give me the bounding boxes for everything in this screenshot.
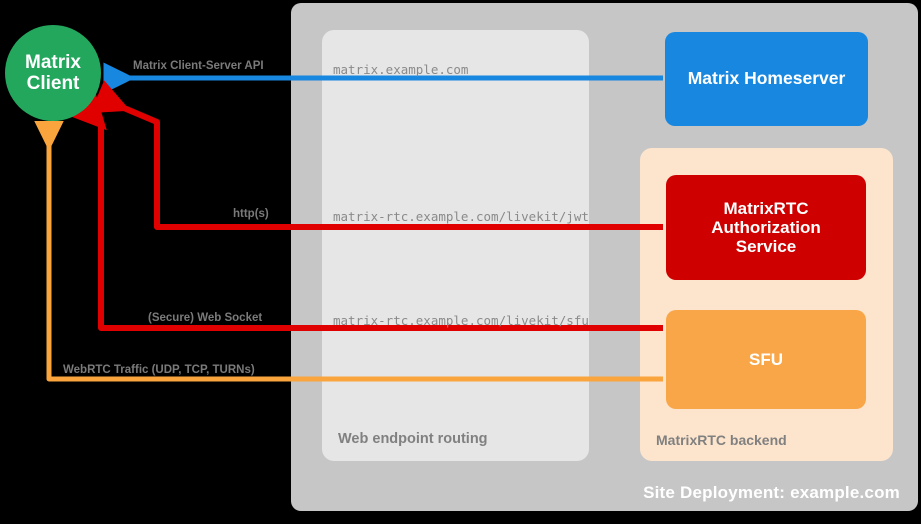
url-label-livekit-jwt: matrix-rtc.example.com/livekit/jwt: [333, 209, 589, 224]
edge-label-http-s: http(s): [233, 208, 269, 220]
auth-service-label-line1: MatrixRTC: [723, 198, 809, 218]
edge-label-matrix-client-server-api: Matrix Client-Server API: [133, 60, 264, 72]
url-label-livekit-sfu: matrix-rtc.example.com/livekit/sfu: [333, 313, 589, 328]
auth-service-label-line3: Service: [735, 237, 797, 257]
node-matrix-homeserver[interactable]: Matrix Homeserver: [665, 32, 868, 126]
node-sfu[interactable]: SFU: [666, 310, 866, 409]
matrix-homeserver-label: Matrix Homeserver: [687, 68, 846, 89]
node-matrixrtc-authorization-service[interactable]: MatrixRTC Authorization Service: [666, 175, 866, 280]
auth-service-label-line2: Authorization: [711, 217, 821, 237]
edge-secure-web-socket: [69, 91, 663, 331]
edge-label-secure-web-socket: (Secure) Web Socket: [148, 312, 263, 324]
edge-label-webrtc-traffic: WebRTC Traffic (UDP, TCP, TURNs): [63, 364, 255, 376]
edge-http-jwt: [90, 80, 663, 230]
edge-webrtc-traffic: [34, 121, 663, 382]
sfu-label: SFU: [749, 349, 783, 369]
container-web-endpoint-routing: Web endpoint routing: [322, 30, 589, 461]
matrixrtc-backend-label: MatrixRTC backend: [656, 432, 787, 448]
node-matrix-client[interactable]: Matrix Client: [5, 25, 101, 121]
matrix-client-label-line1: Matrix: [25, 51, 81, 73]
site-deployment-label: Site Deployment: example.com: [643, 483, 900, 502]
url-label-matrix-example-com: matrix.example.com: [333, 62, 469, 77]
web-endpoint-routing-label: Web endpoint routing: [338, 431, 488, 447]
matrix-client-label-line2: Client: [26, 73, 80, 94]
